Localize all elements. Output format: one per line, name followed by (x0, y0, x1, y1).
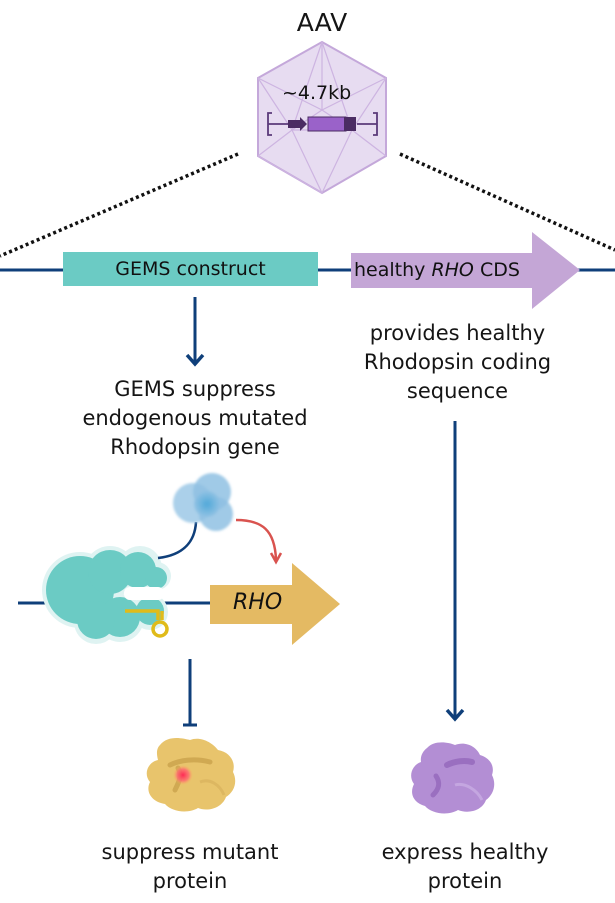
guide-rna-icon (125, 609, 169, 638)
left-description: GEMS suppress endogenous mutated Rhodops… (60, 375, 330, 462)
healthy-protein-icon (411, 742, 495, 814)
right-description: provides healthy Rhodopsin coding sequen… (330, 319, 585, 406)
gems-construct-label: GEMS construct (115, 258, 266, 280)
right-description-line: provides healthy (369, 321, 546, 345)
promoter-arrow-icon (288, 117, 307, 131)
healthy-rho-cds-label: healthy RHO CDS (354, 259, 520, 281)
left-description-line: endogenous mutated (82, 406, 308, 430)
right-description-line: Rhodopsin coding (363, 350, 552, 374)
aav-payload-cassette (267, 112, 378, 136)
left-description-line: Rhodopsin gene (110, 435, 280, 459)
left-outcome-line: suppress mutant (101, 840, 279, 864)
suppression-action-arrow (235, 518, 283, 565)
linker (157, 521, 198, 560)
gems-construct-box (63, 252, 318, 286)
repressor-protein-icon (42, 546, 171, 644)
right-description-line: sequence (406, 379, 509, 403)
zoom-line-right (399, 152, 615, 252)
arrow-down-left (185, 297, 205, 367)
aav-payload-size: ~4.7kb (282, 82, 352, 104)
mutant-protein-icon (146, 737, 236, 812)
mutation-site-icon (173, 765, 193, 785)
left-outcome-line: protein (152, 869, 228, 893)
inhibition-arrow (183, 659, 197, 727)
right-outcome-line: express healthy (381, 840, 549, 864)
effector-domain-icon (173, 473, 233, 531)
healthy-label-prefix: healthy (354, 259, 426, 281)
healthy-label-gene: RHO (431, 259, 474, 281)
left-outcome: suppress mutant protein (65, 838, 315, 896)
arrow-down-right (445, 421, 465, 722)
aav-title: AAV (296, 8, 348, 37)
healthy-rho-cds-arrow (351, 232, 580, 309)
right-outcome: express healthy protein (340, 838, 590, 896)
rho-gene-arrow (210, 563, 340, 645)
cds-segment (307, 116, 347, 132)
right-outcome-line: protein (427, 869, 503, 893)
left-description-line: GEMS suppress (114, 377, 276, 401)
zoom-line-left (0, 152, 239, 258)
rho-gene-label: RHO (233, 590, 283, 615)
healthy-label-suffix: CDS (479, 259, 520, 281)
polya-segment (344, 117, 356, 131)
